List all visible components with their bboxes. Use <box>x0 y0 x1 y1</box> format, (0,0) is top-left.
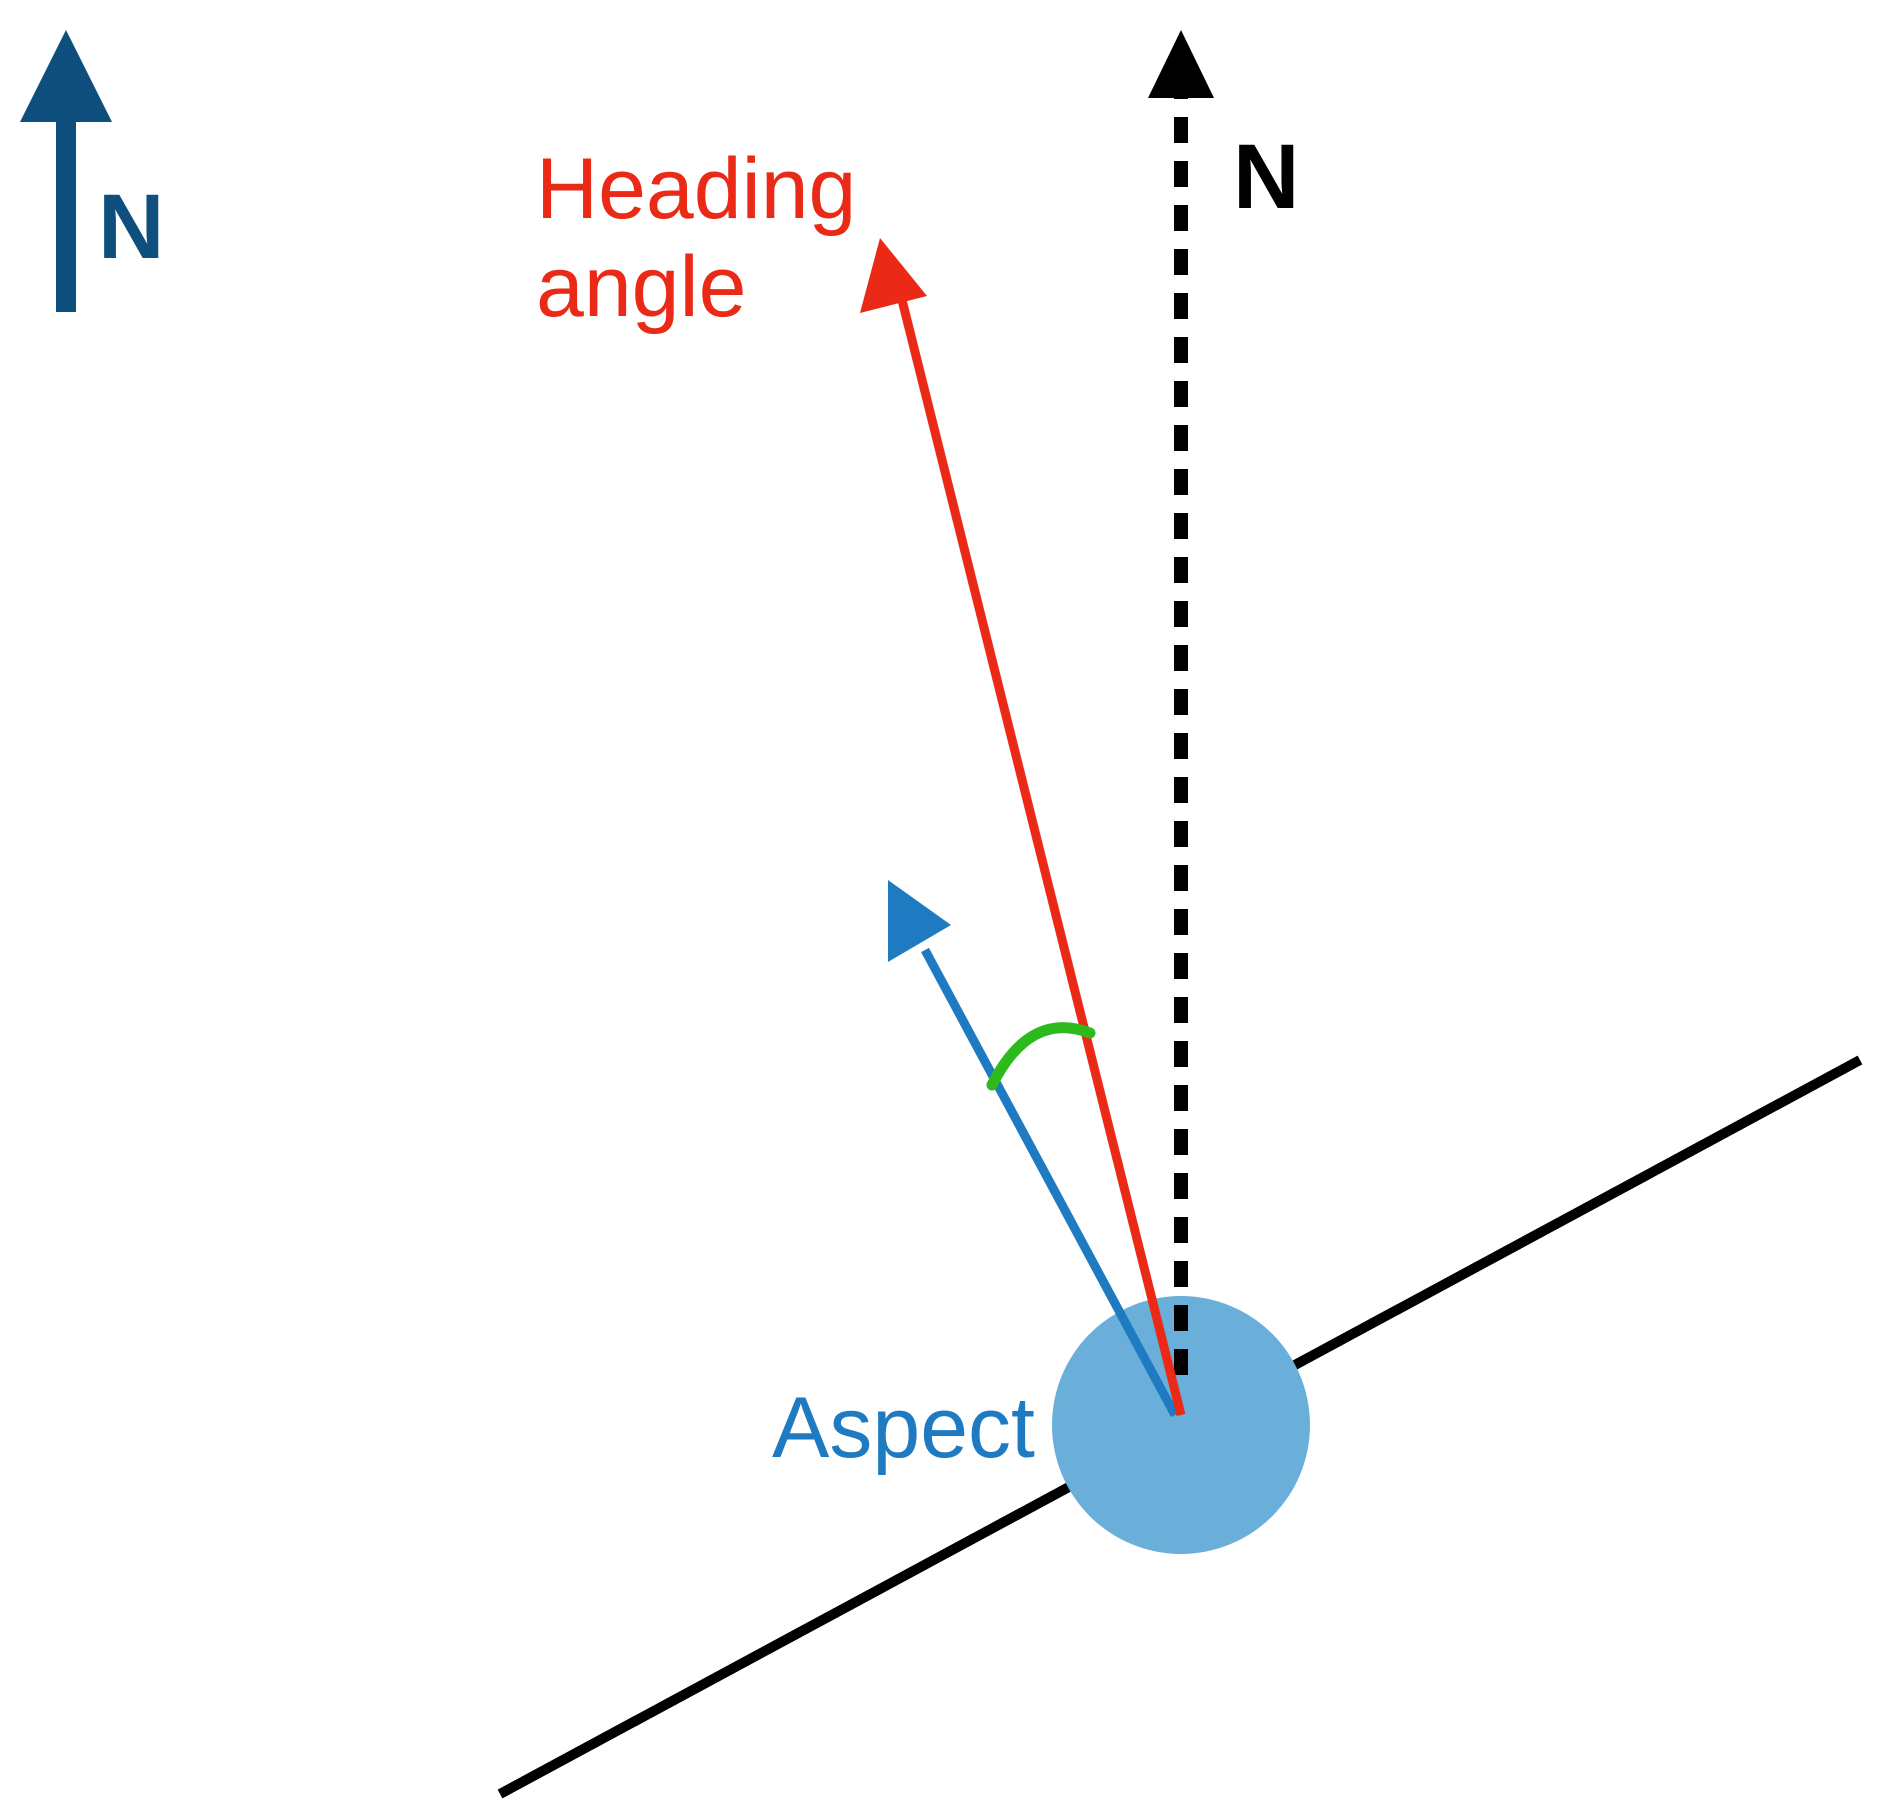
angle-arc <box>986 1022 1096 1091</box>
north-reference-arrowhead <box>1148 30 1214 98</box>
heading-vector-arrowhead <box>860 238 927 313</box>
north-reference-label: N <box>1233 126 1299 228</box>
north-arrow-icon <box>20 30 112 122</box>
heading-label: Heading angle <box>536 141 880 335</box>
aspect-vector-arrowhead <box>888 880 951 962</box>
aspect-vector-line <box>921 947 1179 1418</box>
heading-vector-line <box>897 298 1186 1417</box>
compass-north-arrow <box>20 30 112 312</box>
north-reference-arrow <box>1148 30 1214 1375</box>
aspect-label: Aspect <box>772 1380 1035 1476</box>
aspect-origin-disc <box>1052 1296 1310 1554</box>
heading-label-line1: Heading <box>536 141 856 237</box>
heading-label-line2: angle <box>536 239 746 335</box>
compass-north-label: N <box>98 176 164 278</box>
heading-vector <box>860 238 1186 1417</box>
aspect-vector <box>888 880 1179 1418</box>
